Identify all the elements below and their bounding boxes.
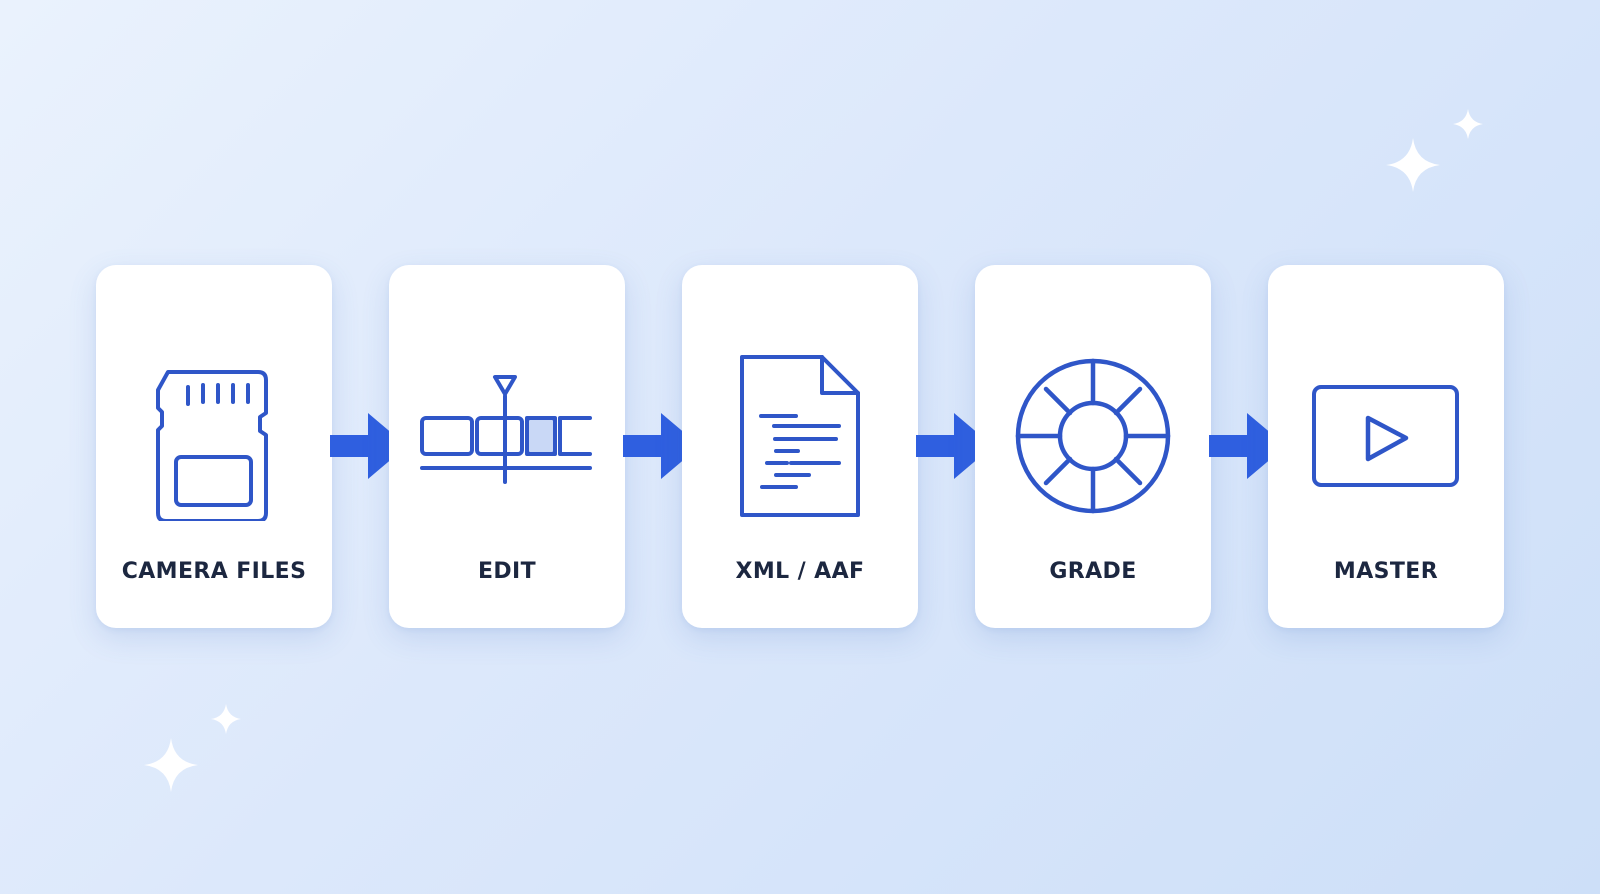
step-label: EDIT [477, 559, 537, 584]
sparkle-icon [211, 704, 241, 734]
sparkle-icon [1386, 138, 1440, 192]
step-label: GRADE [1049, 559, 1137, 584]
step-card-grade: GRADE [975, 265, 1211, 628]
step-label: MASTER [1333, 559, 1439, 584]
arrow-right-icon [1209, 413, 1286, 479]
arrow-right-icon [623, 413, 700, 479]
sparkle-icon [144, 738, 198, 792]
step-card-master: MASTER [1268, 265, 1504, 628]
arrow-right-icon [916, 413, 993, 479]
document-icon [740, 355, 860, 517]
step-label: XML / AAF [735, 559, 865, 584]
step-label: CAMERA FILES [121, 559, 307, 584]
step-card-xml-aaf: XML / AAF [682, 265, 918, 628]
step-card-edit: EDIT [389, 265, 625, 628]
step-card-camera-files: CAMERA FILES [96, 265, 332, 628]
sparkle-icon [1453, 109, 1483, 139]
sd-card-icon [156, 370, 268, 521]
play-screen-icon [1312, 385, 1459, 487]
color-wheel-icon [1015, 358, 1171, 514]
arrow-right-icon [330, 413, 407, 479]
timeline-icon [420, 375, 592, 484]
